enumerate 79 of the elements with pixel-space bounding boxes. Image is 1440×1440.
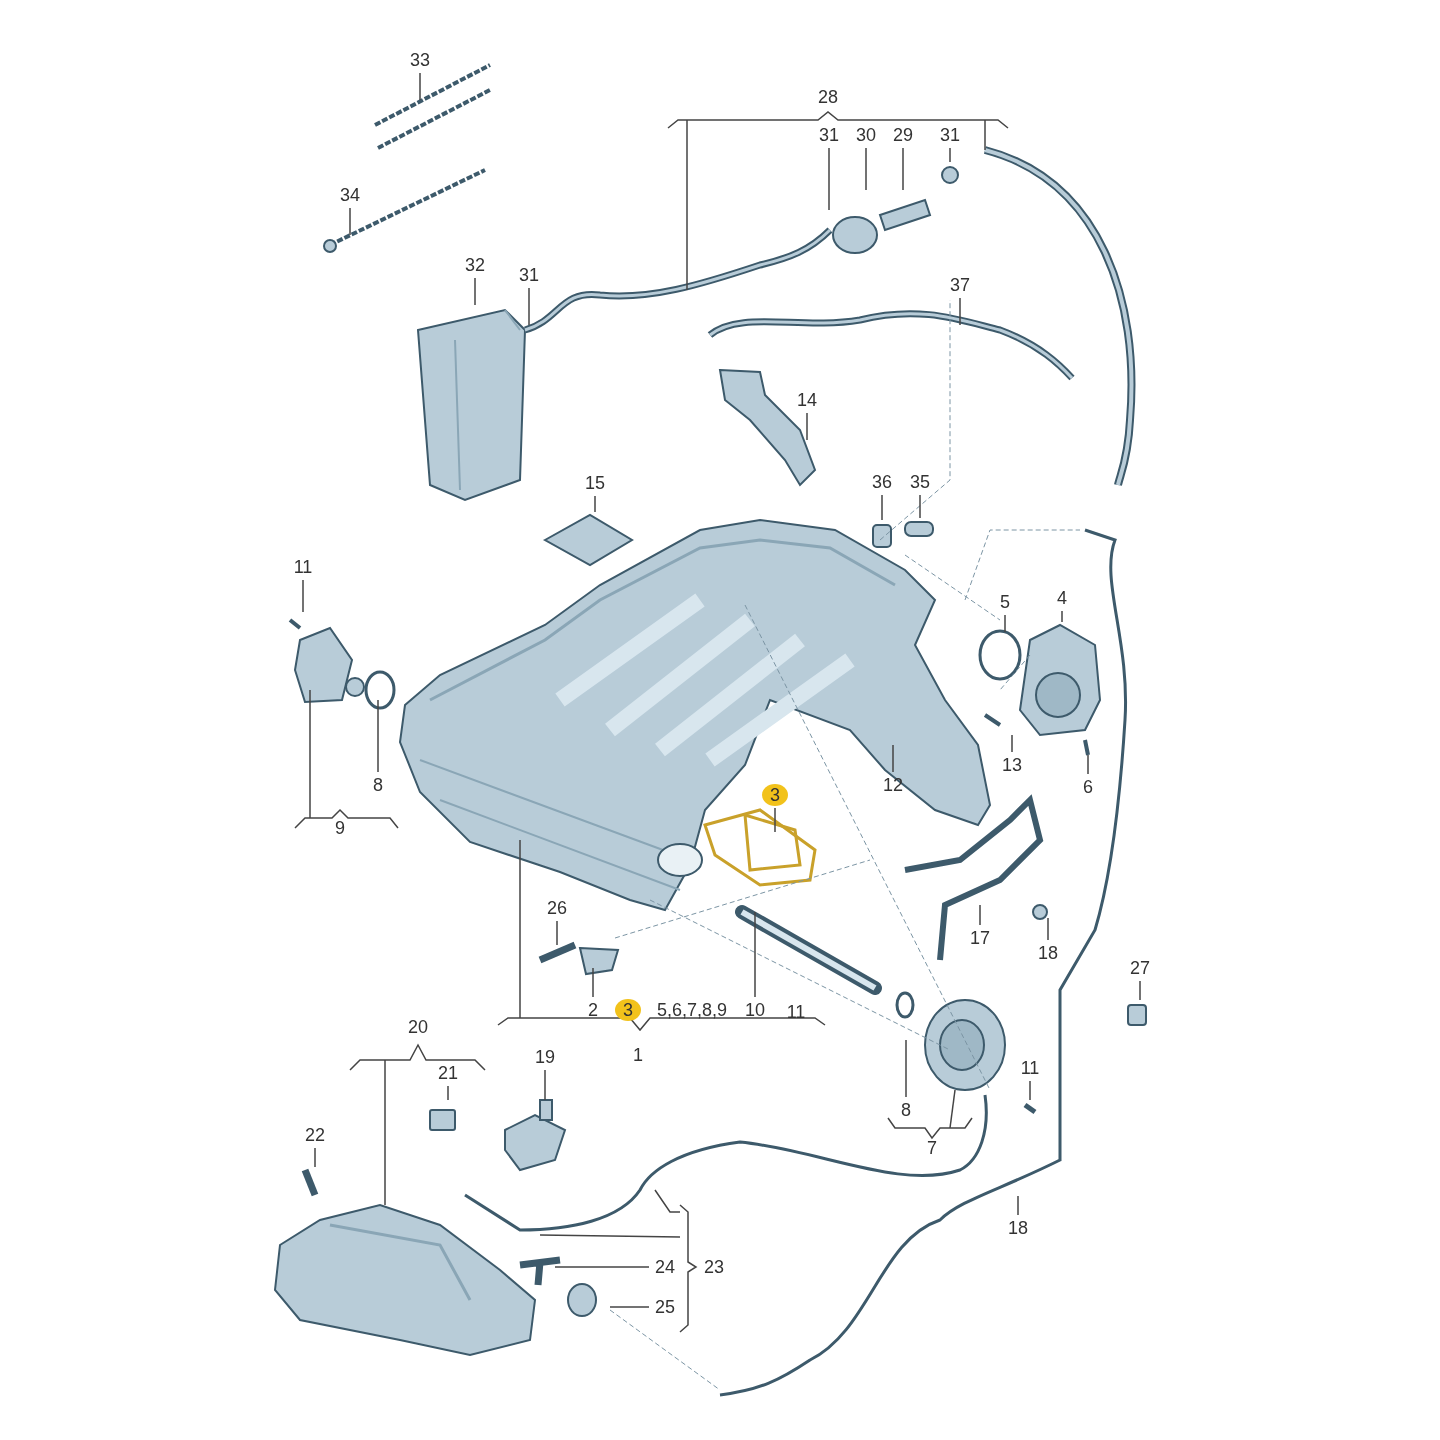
callout-number: 34	[338, 184, 362, 206]
leader-line	[828, 147, 830, 211]
callout-number: 12	[881, 774, 905, 796]
callout-number: 11	[291, 556, 315, 578]
leader-line	[1004, 614, 1006, 633]
callout-number: 1	[632, 1044, 644, 1066]
callout-number: 11	[1018, 1057, 1042, 1079]
callout-number: 10	[743, 999, 767, 1021]
callout-number: 26	[545, 897, 569, 919]
leader-line	[905, 1039, 907, 1098]
callout-number: 9	[334, 817, 346, 839]
callout-number: 7	[926, 1137, 938, 1159]
callout-number: 28	[817, 86, 839, 108]
callout-number: 27	[1128, 957, 1152, 979]
leader-line	[474, 277, 476, 306]
leader-line	[349, 207, 351, 236]
callout-number: 6	[1081, 776, 1095, 798]
leader-line	[594, 495, 596, 513]
leader-line	[1011, 734, 1013, 753]
callout-number: 19	[533, 1046, 557, 1068]
callout-number: 14	[795, 389, 819, 411]
leader-line	[949, 147, 951, 163]
leader-line	[979, 904, 981, 926]
callout-number: 11	[785, 1001, 807, 1023]
callout-number: 22	[303, 1124, 327, 1146]
leader-line	[1139, 980, 1141, 1001]
leader-line	[419, 72, 421, 101]
callout-number: 25	[653, 1296, 677, 1318]
callout-number: 30	[854, 124, 878, 146]
leader-line	[554, 1266, 650, 1268]
callout-number: 5,6,7,8,9	[655, 999, 729, 1021]
leader-line	[806, 412, 808, 441]
leader-line	[754, 911, 756, 998]
callout-number: 37	[948, 274, 972, 296]
leader-line	[1047, 917, 1049, 941]
callout-number: 17	[968, 927, 992, 949]
leader-line	[447, 1085, 449, 1101]
leader-line	[544, 1069, 546, 1101]
leader-line	[919, 494, 921, 519]
callout-number: 15	[583, 472, 607, 494]
callout-number: 29	[891, 124, 915, 146]
leader-line	[377, 699, 379, 773]
leader-line	[609, 1306, 650, 1308]
callout-number: 31	[517, 264, 541, 286]
leader-line	[314, 1147, 316, 1168]
leader-line	[892, 744, 894, 773]
leader-line	[592, 967, 594, 998]
leader-line	[528, 287, 530, 326]
callout-number: 4	[1055, 587, 1069, 609]
callout-number: 20	[407, 1016, 429, 1038]
leader-line	[1017, 1195, 1019, 1216]
callout-number: 2	[586, 999, 600, 1021]
leader-line	[1087, 754, 1089, 775]
callout-number: 13	[1000, 754, 1024, 776]
callout-number: 3	[762, 784, 788, 806]
leader-line	[881, 494, 883, 521]
callout-number: 21	[436, 1062, 460, 1084]
callout-number: 5	[998, 591, 1012, 613]
leader-line	[1061, 610, 1063, 623]
callout-number: 33	[408, 49, 432, 71]
callout-number: 31	[817, 124, 841, 146]
callout-number: 32	[463, 254, 487, 276]
leader-line	[902, 147, 904, 191]
leader-line	[774, 807, 776, 833]
callout-number: 3	[615, 999, 641, 1021]
callout-number: 18	[1036, 942, 1060, 964]
leader-line	[1029, 1080, 1031, 1101]
callout-number: 8	[371, 774, 385, 796]
callout-number: 31	[938, 124, 962, 146]
callout-number: 36	[870, 471, 894, 493]
callout-number: 35	[908, 471, 932, 493]
leader-line	[302, 579, 304, 613]
leader-line	[556, 920, 558, 946]
leader-line	[959, 297, 961, 326]
callout-number: 8	[899, 1099, 913, 1121]
callout-number: 23	[703, 1256, 725, 1278]
callout-number: 18	[1006, 1217, 1030, 1239]
callout-number: 24	[653, 1256, 677, 1278]
leader-line	[865, 147, 867, 191]
